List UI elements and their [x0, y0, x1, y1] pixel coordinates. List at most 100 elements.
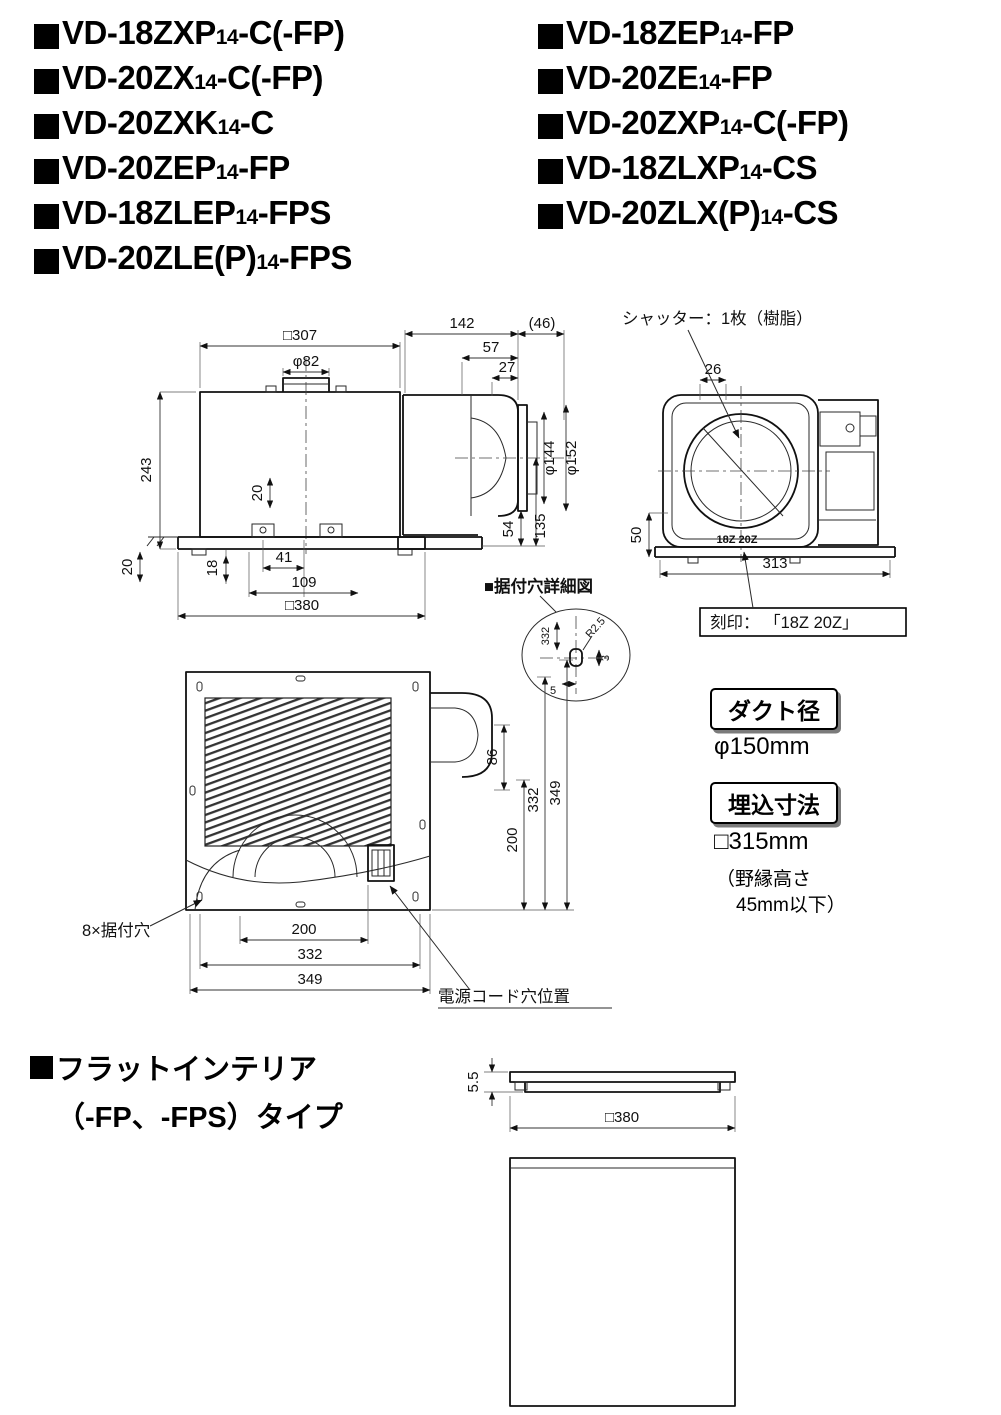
bullet-square-icon	[538, 69, 563, 94]
dim-109: 109	[291, 574, 316, 591]
model-suffix: -CS	[782, 194, 839, 231]
dim-135: 135	[532, 513, 549, 538]
detail-mount-hole: ■据付穴詳細図 332 R2.5 3 5	[484, 576, 631, 702]
dim-r25: R2.5	[584, 615, 608, 640]
duct-diameter-title-text: ダクト径	[728, 698, 820, 724]
dim-307: □307	[283, 327, 317, 344]
flat-interior-title: フラットインテリア	[56, 1054, 318, 1086]
dim-phi82: φ82	[293, 353, 319, 370]
drawing-flat-panel-side: 5.5 □380	[465, 1058, 736, 1132]
model-suffix: -C(-FP)	[216, 59, 324, 96]
dim-349: 349	[297, 971, 322, 988]
dim-5-5: 5.5	[465, 1072, 482, 1093]
technical-drawing-main: □307 φ82 243 20 20 18 41 109	[82, 309, 907, 1009]
engraving-label: 刻印： 「18Z 20Z」	[710, 613, 859, 632]
model-prefix: VD-18ZEP	[566, 14, 720, 51]
bullet-square-icon	[34, 114, 59, 139]
model-number: VD-20ZLX(P)14-CS	[538, 194, 849, 239]
bullet-square-icon	[34, 159, 59, 184]
dim-142: 142	[449, 315, 474, 332]
dim-41: 41	[276, 549, 293, 566]
bullet-square-icon	[538, 24, 563, 49]
dim-20: 20	[249, 485, 266, 502]
model-suffix: -C(-FP)	[238, 14, 345, 51]
model-suffix: -FP	[742, 14, 794, 51]
dim-332: 332	[540, 627, 552, 645]
bullet-square-icon	[34, 249, 59, 274]
dim-5: 5	[550, 685, 556, 697]
model-subscript: 14	[719, 26, 743, 49]
dim-200: 200	[504, 827, 521, 852]
dim-50: 50	[628, 527, 645, 544]
model-subscript: 14	[698, 71, 721, 94]
dim-332: 332	[297, 946, 322, 963]
bullet-square-icon	[34, 69, 59, 94]
duct-diameter-title: ダクト径	[710, 688, 838, 730]
bullet-square-icon	[34, 24, 59, 49]
model-prefix: VD-20ZE	[566, 59, 699, 96]
embed-size-value: □315mm	[714, 828, 809, 855]
model-subscript: 14	[719, 116, 743, 139]
drawing-duct-opening-view: 18Z 20Z 26 50 313 シャッター：1枚（樹脂） 刻印： 「18Z …	[622, 309, 907, 637]
dim-20: 20	[119, 559, 136, 576]
dim-phi144: φ144	[541, 441, 558, 476]
bullet-square-icon	[538, 114, 563, 139]
dim-86: 86	[484, 749, 501, 766]
model-subscript: 14	[194, 71, 217, 94]
louver-grille	[204, 697, 392, 847]
model-prefix: VD-18ZLXP	[566, 149, 740, 186]
duct-diameter-value: φ150mm	[714, 733, 810, 760]
model-suffix: -FP	[720, 59, 773, 96]
dim-46: (46)	[529, 315, 556, 332]
dim-380: □380	[285, 597, 319, 614]
model-suffix: -C(-FP)	[742, 104, 849, 141]
model-subscript: 14	[215, 161, 239, 184]
power-cord-hole	[367, 844, 395, 882]
model-prefix: VD-18ZLEP	[62, 194, 236, 231]
model-suffix: -CS	[761, 149, 818, 186]
model-prefix: VD-20ZXP	[566, 104, 720, 141]
model-suffix: -C	[239, 104, 274, 141]
mount-holes-label: 8×据付穴	[82, 921, 150, 940]
dim-332: 332	[525, 787, 542, 812]
embed-size-title: 埋込寸法	[710, 782, 838, 824]
bullet-square-icon	[34, 204, 59, 229]
flat-interior-subtitle: （-FP、-FPS）タイプ	[56, 1102, 343, 1134]
dim-243: 243	[138, 457, 155, 482]
model-suffix: -FP	[238, 149, 290, 186]
bullet-square-icon	[538, 159, 563, 184]
embed-size-title-text: 埋込寸法	[728, 792, 820, 818]
power-cord-label: 電源コード穴位置	[438, 987, 570, 1006]
model-prefix: VD-20ZEP	[62, 149, 216, 186]
model-prefix: VD-18ZXP	[62, 14, 216, 51]
model-suffix: -FPS	[278, 239, 353, 276]
drawing-flat-panel-face	[509, 1157, 736, 1407]
model-prefix: VD-20ZX	[62, 59, 195, 96]
model-subscript: 14	[739, 161, 762, 184]
technical-drawing-flat-panel: 5.5 □380	[465, 1058, 736, 1407]
dim-3: 3	[600, 655, 612, 661]
dim-313: 313	[762, 555, 787, 572]
model-number: VD-20ZLE(P)14-FPS	[34, 239, 352, 284]
model-prefix: VD-20ZXK	[62, 104, 218, 141]
stamp-text: 18Z 20Z	[717, 534, 758, 546]
flat-interior-label: フラットインテリア （-FP、-FPS）タイプ	[30, 1046, 343, 1136]
model-prefix: VD-20ZLE(P)	[62, 239, 257, 276]
engraving-box	[699, 607, 907, 637]
dim-57: 57	[483, 339, 500, 356]
dim-380: □380	[605, 1109, 639, 1126]
dim-54: 54	[500, 521, 517, 538]
dim-phi152: φ152	[563, 441, 580, 476]
model-subscript: 14	[760, 206, 783, 229]
model-subscript: 14	[217, 116, 241, 139]
dim-27: 27	[499, 359, 516, 376]
